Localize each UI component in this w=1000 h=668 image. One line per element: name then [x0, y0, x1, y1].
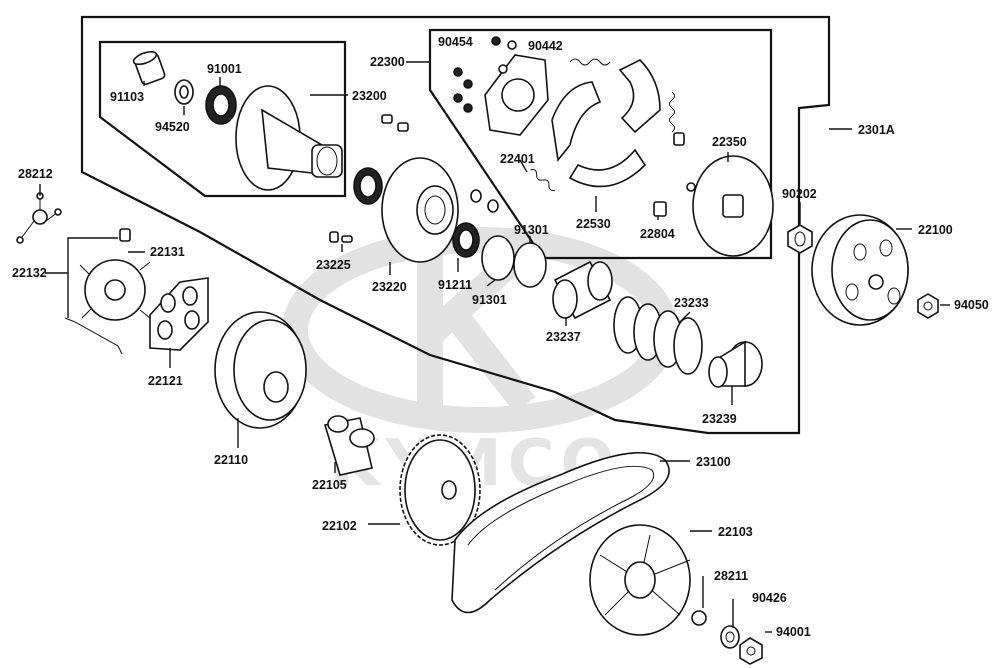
part-28211-plate: [691, 610, 707, 626]
label-22530: 22530: [576, 217, 611, 231]
part-22401-spring: [530, 169, 556, 192]
label-23220: 23220: [372, 280, 407, 294]
label-94520: 94520: [155, 120, 190, 134]
label-23100: 23100: [696, 455, 731, 469]
label-23237: 23237: [546, 330, 581, 344]
part-small-collar: [673, 132, 685, 146]
part-22530-clutch-shoe: [568, 148, 647, 188]
part-22132-ramp-plate: [64, 259, 151, 355]
label-23225: 23225: [316, 258, 351, 272]
part-clutch-plate: [484, 54, 549, 136]
part-90442-washer: [507, 40, 517, 50]
label-22103: 22103: [718, 525, 753, 539]
label-90202: 90202: [782, 187, 817, 201]
subassembly-box-23200: [98, 40, 347, 198]
part-94001-nut: [739, 637, 763, 665]
label-22300: 22300: [370, 55, 405, 69]
part-23237-collar: [552, 260, 613, 320]
part-91103-bushing: [132, 50, 166, 85]
label-22131: 22131: [150, 245, 185, 259]
part-guide-pins: [470, 189, 499, 213]
part-91211-oil-seal: [452, 222, 480, 258]
label-91301-b: 91301: [472, 293, 507, 307]
part-23239-spring-seat: [708, 340, 763, 388]
label-94050: 94050: [954, 298, 989, 312]
part-clutch-shoe-left: [551, 81, 602, 162]
label-91301-a: 91301: [514, 223, 549, 237]
part-94050-nut: [917, 293, 939, 319]
label-22401: 22401: [500, 152, 535, 166]
label-90426: 90426: [752, 591, 787, 605]
part-90454-nut: [491, 36, 501, 46]
label-22105: 22105: [312, 478, 347, 492]
label-23239: 23239: [702, 412, 737, 426]
label-91001: 91001: [207, 62, 242, 76]
label-22350: 22350: [712, 135, 747, 149]
label-22102: 22102: [322, 519, 357, 533]
part-22131-slider: [119, 228, 131, 242]
label-22121: 22121: [148, 374, 183, 388]
part-clutch-shoe-right: [618, 59, 661, 134]
part-side-spring: [669, 91, 675, 133]
label-22110: 22110: [214, 453, 248, 467]
part-23233-spring: [613, 296, 703, 375]
part-seal-ring: [353, 167, 383, 205]
part-23225-pin: [329, 231, 353, 243]
label-91103: 91103: [110, 90, 144, 104]
assembly-outline-2301A: [80, 15, 831, 435]
leader-lines: [39, 61, 950, 633]
part-labels: 28212 22132 22131 22121 22110 22105 2210…: [12, 35, 989, 639]
label-2301A: 2301A: [858, 123, 895, 137]
part-28212-plate: [16, 192, 62, 244]
label-90454: 90454: [438, 35, 473, 49]
part-91001-bearing: [205, 85, 237, 125]
label-91211: 91211: [438, 278, 472, 292]
part-22103-fan: [589, 524, 691, 636]
part-clutch-spring-top: [569, 58, 611, 66]
label-23233: 23233: [674, 296, 709, 310]
part-23200-driven-pulley: [235, 85, 343, 191]
part-22105-collar: [323, 415, 375, 476]
label-22132: 22132: [12, 266, 47, 280]
part-small-bolts: [381, 114, 409, 132]
part-22100-clutch-outer: [811, 214, 909, 326]
label-94001: 94001: [776, 625, 811, 639]
part-22804-collar: [653, 201, 667, 217]
part-23220-movable-disc: [381, 157, 459, 263]
label-22804: 22804: [640, 227, 675, 241]
label-28212: 28212: [18, 167, 53, 181]
part-90202-nut: [787, 224, 813, 254]
label-22100: 22100: [918, 223, 953, 237]
part-94520-washer: [174, 79, 194, 105]
subassembly-box-22300: [428, 28, 773, 260]
label-23200: 23200: [352, 89, 387, 103]
part-22102-drive-face: [399, 434, 481, 546]
part-22121-weight-rollers: [149, 277, 209, 351]
part-90426-washer: [720, 625, 740, 649]
part-23100-drive-belt: [451, 451, 670, 614]
label-90442: 90442: [528, 39, 563, 53]
part-clutch-small-nuts: [453, 67, 473, 113]
label-28211: 28211: [714, 569, 748, 583]
part-22110-movable-drive-face: [214, 311, 307, 429]
part-22350-drive-plate: [686, 155, 774, 257]
